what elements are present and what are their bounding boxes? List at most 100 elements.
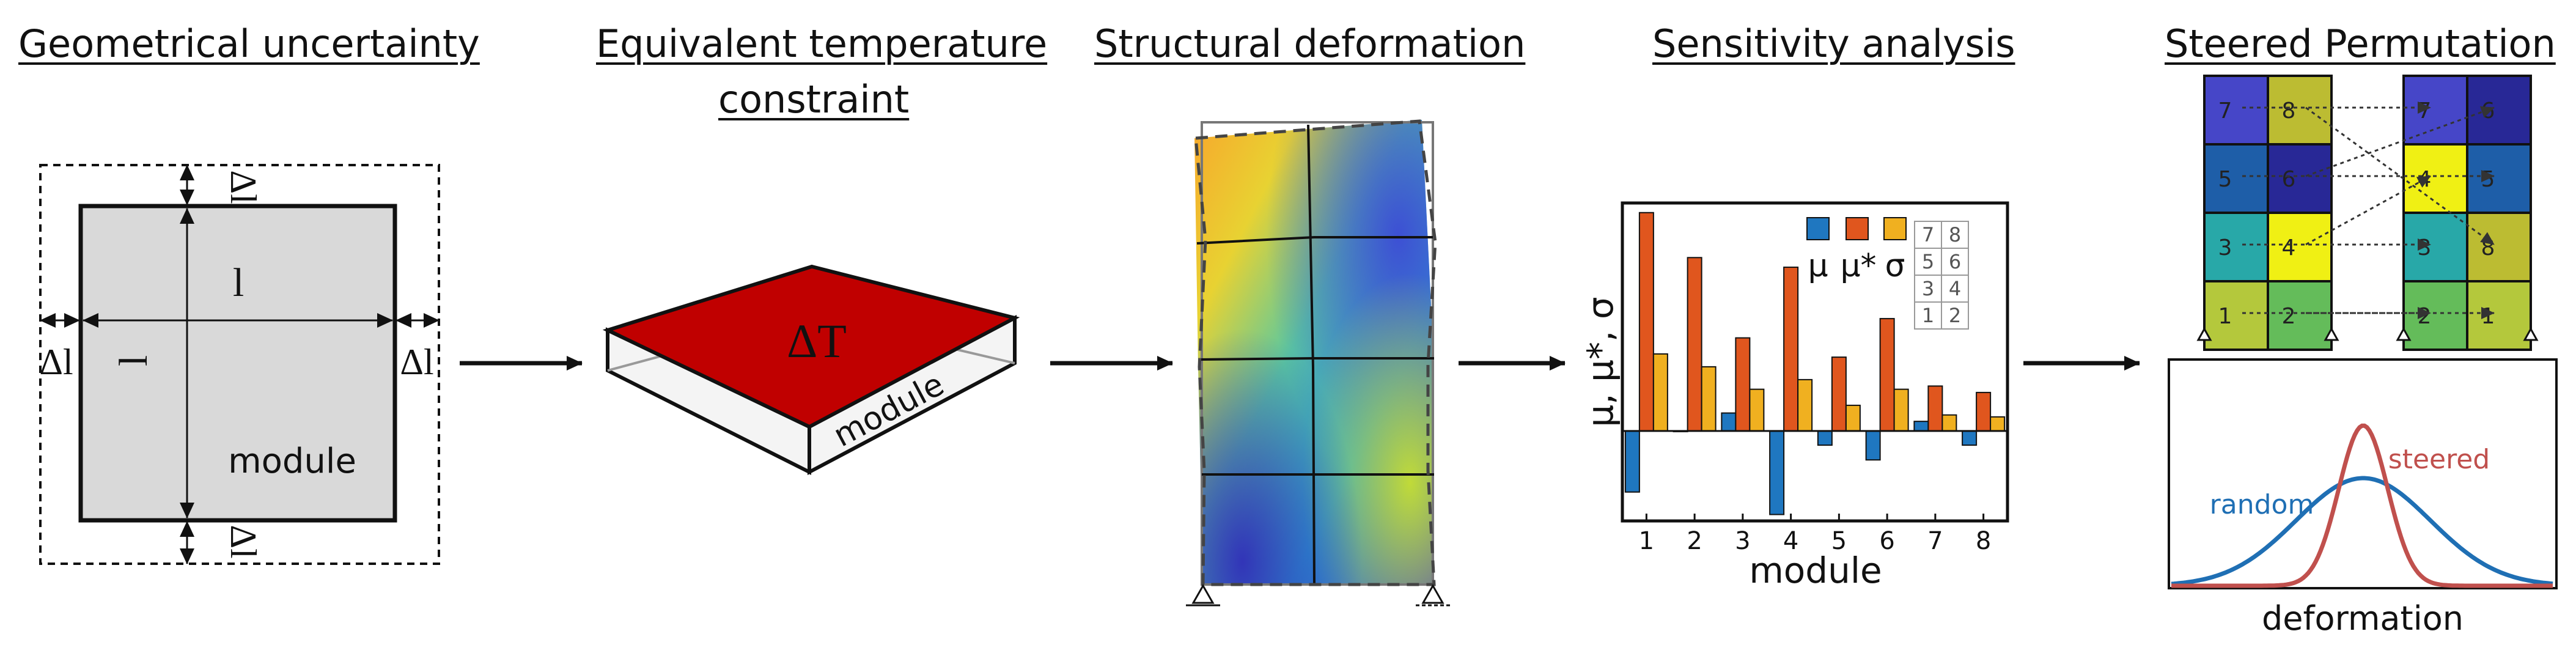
perm-cell-label: 6 — [2481, 98, 2495, 124]
perm-cell-label: 4 — [2282, 235, 2296, 260]
perm-support-1 — [2196, 326, 2212, 341]
bar-mu-star-module-2 — [1687, 257, 1702, 432]
perm-cell-label: 5 — [2481, 167, 2495, 192]
bar-mu-module-4 — [1769, 430, 1785, 515]
distribution-frame — [2168, 358, 2558, 589]
inset-cell-label: 8 — [1949, 223, 1961, 246]
deformed-outline — [1194, 119, 1437, 586]
legend-swatch-mu — [1806, 217, 1830, 240]
geometry-panel: l l Δl Δl Δl Δl module — [39, 164, 440, 565]
bar-sigma-module-3 — [1749, 388, 1765, 432]
perm-cell-2 — [2402, 280, 2468, 351]
bar-mu-star-module-5 — [1831, 356, 1847, 432]
bar-sigma-module-1 — [1652, 353, 1668, 432]
permutation-supports — [2196, 326, 2539, 341]
inset-cell-label: 1 — [1922, 304, 1934, 327]
inset-cell — [1914, 301, 1942, 330]
perm-cell-4 — [2267, 212, 2333, 282]
perm-cell-2 — [2267, 280, 2333, 351]
inset-cell — [1941, 301, 1969, 330]
inset-cell-label: 3 — [1922, 277, 1934, 300]
x-tick-label: 1 — [1639, 527, 1654, 555]
perm-cell-label: 8 — [2282, 98, 2296, 124]
legend-label-mu: μ — [1808, 248, 1828, 284]
x-tick-label: 5 — [1831, 527, 1847, 555]
legend-label-sigma: σ — [1885, 248, 1905, 284]
bar-sigma-module-8 — [1990, 416, 2006, 432]
perm-cell-label: 3 — [2418, 235, 2432, 260]
bar-sigma-module-6 — [1893, 388, 1909, 432]
bar-mu-star-module-7 — [1927, 385, 1943, 432]
bar-mu-module-3 — [1721, 412, 1737, 432]
perm-cell-label: 7 — [2218, 98, 2232, 124]
perm-cell-label: 8 — [2481, 235, 2495, 260]
perm-cell-7 — [2402, 75, 2468, 146]
perm-support-4 — [2523, 326, 2539, 341]
mesh-line-row-2 — [1199, 357, 1434, 361]
x-tick-label: 7 — [1927, 527, 1943, 555]
heading-sensitivity-analysis: Sensitivity analysis — [1652, 21, 2015, 66]
delta-label-right: Δl — [400, 342, 433, 382]
delta-label-left: Δl — [39, 342, 73, 382]
bar-mu-star-module-6 — [1879, 318, 1895, 432]
perm-cell-5 — [2466, 143, 2532, 214]
heading-geometrical-uncertainty: Geometrical uncertainty — [18, 21, 480, 66]
bar-sigma-module-5 — [1845, 404, 1861, 432]
perm-cell-8 — [2466, 212, 2532, 282]
temperature-slab: ΔT module — [602, 264, 1020, 475]
perm-support-2 — [2324, 326, 2339, 341]
perm-cell-6 — [2466, 75, 2532, 146]
bar-sigma-module-2 — [1701, 366, 1717, 432]
perm-cell-label: 2 — [2418, 304, 2432, 329]
heading-structural-deformation: Structural deformation — [1094, 21, 1526, 66]
heading-steered-permutation: Steered Permutation — [2165, 21, 2556, 66]
perm-cell-3 — [2402, 212, 2468, 282]
perm-arrow-4 — [2305, 175, 2431, 246]
bar-mu-star-module-4 — [1783, 267, 1799, 432]
perm-support-3 — [2396, 326, 2412, 341]
perm-cell-1 — [2203, 280, 2269, 351]
bar-mu-module-8 — [1962, 430, 1978, 446]
support-right — [1421, 583, 1444, 604]
steered-curve — [2171, 423, 2553, 588]
length-label-horizontal: l — [233, 260, 244, 305]
x-tick-label: 2 — [1687, 527, 1702, 555]
slab-top-face — [602, 264, 1020, 429]
inset-cell-label: 7 — [1922, 223, 1934, 246]
inset-cell-label: 2 — [1949, 304, 1961, 327]
perm-cell-label: 3 — [2218, 235, 2232, 260]
inset-cell-label: 6 — [1949, 250, 1961, 273]
mesh-line-row-1 — [1196, 236, 1433, 245]
random-curve — [2171, 476, 2553, 586]
perm-cell-7 — [2203, 75, 2269, 146]
x-tick-label: 3 — [1735, 527, 1750, 555]
chart-bars — [1624, 212, 2006, 515]
heading-equivalent-temperature: Equivalent temperature — [596, 21, 1048, 66]
bar-mu-module-5 — [1817, 430, 1833, 446]
bar-mu-module-6 — [1865, 430, 1881, 461]
bar-mu-module-1 — [1624, 430, 1640, 493]
heading-equivalent-constraint: constraint — [718, 77, 910, 122]
mesh-line-vertical — [1307, 124, 1316, 585]
bar-mu-star-module-8 — [1976, 391, 1992, 432]
chart-x-axis-title: module — [1749, 550, 1882, 591]
inset-cell — [1914, 248, 1942, 276]
legend-swatch-sigma — [1883, 217, 1907, 240]
bar-mu-star-module-1 — [1638, 212, 1654, 432]
perm-cell-5 — [2203, 143, 2269, 214]
length-label-vertical: l — [111, 355, 156, 366]
bar-sigma-module-7 — [1941, 414, 1957, 432]
legend-swatch-mu-star — [1846, 217, 1869, 240]
perm-cell-label: 5 — [2218, 167, 2232, 192]
chart-y-axis-title: μ, μ*, σ — [1580, 297, 1621, 427]
perm-cell-6 — [2267, 143, 2333, 214]
perm-cell-label: 7 — [2418, 98, 2432, 124]
module-square — [78, 204, 397, 523]
perm-cell-3 — [2203, 212, 2269, 282]
perm-arrow-8 — [2305, 106, 2495, 246]
bar-mu-star-module-3 — [1735, 337, 1751, 432]
perm-cell-8 — [2267, 75, 2333, 146]
random-label: random — [2210, 489, 2314, 520]
